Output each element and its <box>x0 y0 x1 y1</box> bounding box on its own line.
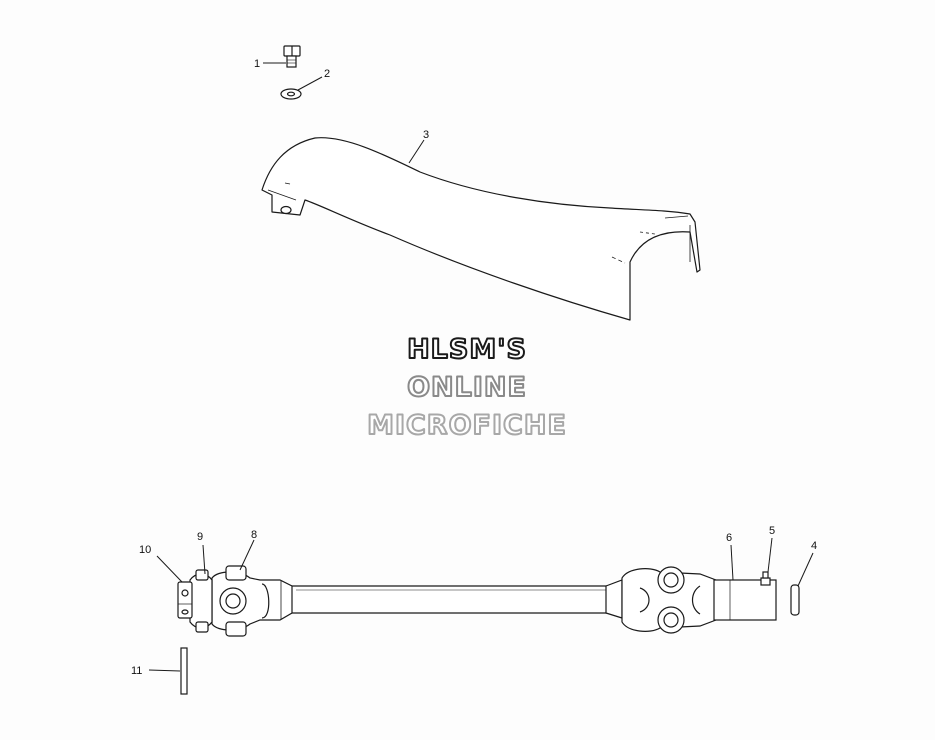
part-9-cross-journal[interactable] <box>189 569 213 633</box>
part-2-washer[interactable] <box>280 88 302 100</box>
callout-3: 3 <box>423 129 429 141</box>
part-3-shaft-guard[interactable] <box>261 137 701 321</box>
watermark-logo: HLSM'S ONLINE MICROFICHE <box>366 333 567 442</box>
part-11-roll-pin[interactable] <box>180 647 188 695</box>
leader-line-5 <box>767 537 773 573</box>
leader-line-10 <box>156 555 183 583</box>
leader-line-6 <box>730 544 734 581</box>
part-5-grease-fitting[interactable] <box>760 571 771 586</box>
callout-8: 8 <box>251 529 257 541</box>
watermark-line-3: MICROFICHE <box>367 410 567 441</box>
callout-9: 9 <box>197 531 203 543</box>
callout-11: 11 <box>131 665 142 677</box>
callout-1: 1 <box>254 58 260 70</box>
callout-4: 4 <box>811 540 817 552</box>
callout-6: 6 <box>726 532 732 544</box>
watermark-line-1: HLSM'S <box>407 334 527 365</box>
leader-line-8 <box>239 539 255 571</box>
callout-5: 5 <box>769 525 775 537</box>
part-8-left-yoke[interactable] <box>211 565 293 637</box>
leader-line-2 <box>297 76 323 91</box>
watermark-line-2: ONLINE <box>407 372 527 403</box>
part-10-end-yoke[interactable] <box>177 581 193 619</box>
leader-line-9 <box>202 544 206 575</box>
leader-line-11 <box>148 669 181 672</box>
leader-line-4 <box>797 552 814 587</box>
part-4-clip[interactable] <box>790 584 800 616</box>
leader-line-3 <box>408 139 425 164</box>
part-1-bolt[interactable] <box>283 45 301 68</box>
callout-2: 2 <box>324 68 330 80</box>
part-7-shaft-tube[interactable] <box>289 585 613 614</box>
callout-10: 10 <box>139 544 151 556</box>
part-6-slip-yoke[interactable] <box>605 566 777 634</box>
